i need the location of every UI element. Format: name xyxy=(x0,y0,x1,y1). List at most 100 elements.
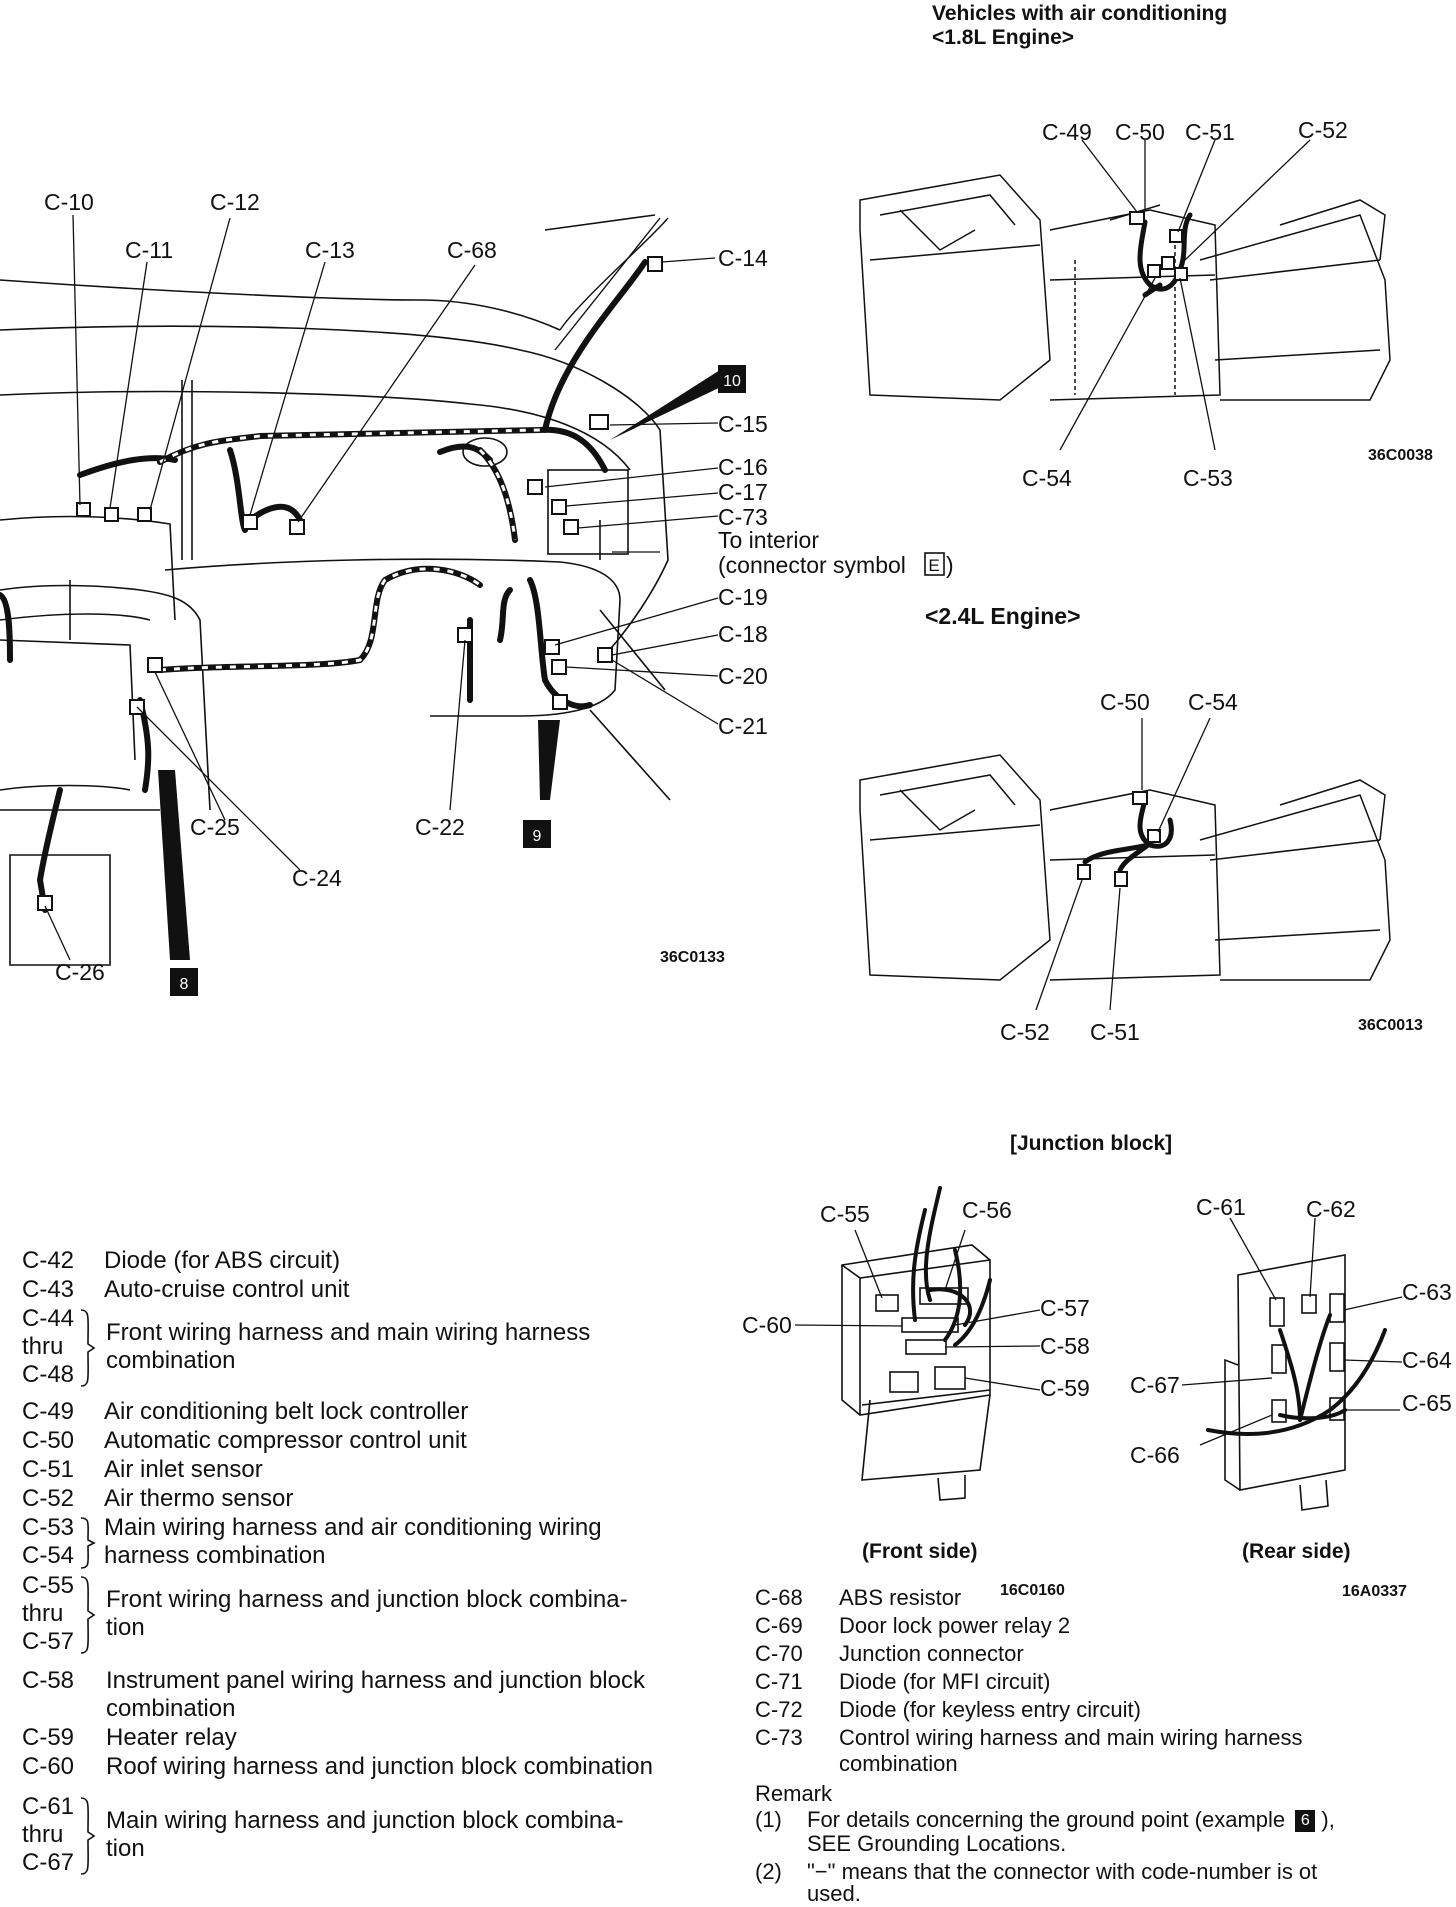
list-code: C-43 xyxy=(22,1276,75,1303)
ac18-leaders xyxy=(1059,139,1311,451)
group-from: C-53 xyxy=(22,1514,75,1541)
junction-front-labels: [Junction block] C-55 C-56 C-57 C-60 C-5… xyxy=(742,1132,1172,1599)
label-c24: C-24 xyxy=(292,865,342,891)
front-figure-code: 16C0160 xyxy=(1000,1582,1065,1599)
label-c14: C-14 xyxy=(718,245,768,271)
junction-front-leaders xyxy=(794,1229,1041,1391)
right-connector-list: C-68 ABS resistor C-69 Door lock power r… xyxy=(755,1584,1445,1906)
ac-unit-24 xyxy=(859,754,1391,981)
ground-mark-example: 6 xyxy=(1295,1810,1316,1833)
label-c13: C-13 xyxy=(305,237,355,263)
junction-rear xyxy=(1224,1254,1346,1511)
list-code: C-52 xyxy=(22,1485,75,1512)
label-jb-c60: C-60 xyxy=(742,1312,792,1338)
label-jb-c66: C-66 xyxy=(1130,1442,1180,1468)
label-c22: C-22 xyxy=(415,814,465,840)
ac18-connectors xyxy=(1129,211,1188,281)
group-desc-1: Front wiring harness and junction block … xyxy=(106,1586,628,1613)
label-c73: C-73 xyxy=(718,504,768,530)
list-code: C-51 xyxy=(22,1456,75,1483)
ground-marks xyxy=(158,365,746,996)
ac24-figure-code: 36C0013 xyxy=(1358,1017,1423,1034)
group-to: C-54 xyxy=(22,1542,75,1569)
label-ac18-c51: C-51 xyxy=(1185,119,1235,145)
remark-text-a: For details concerning the ground point … xyxy=(807,1807,1286,1832)
ac24-harness xyxy=(1082,797,1174,873)
dash-connectors xyxy=(37,256,663,911)
list-desc: Air thermo sensor xyxy=(104,1485,294,1512)
ground-mark-10: 10 xyxy=(723,373,741,390)
list-code: C-50 xyxy=(22,1427,75,1454)
junction-front xyxy=(841,1244,991,1501)
list-desc: Diode (for MFI circuit) xyxy=(839,1669,1051,1694)
list-code: C-59 xyxy=(22,1724,75,1751)
label-c12: C-12 xyxy=(210,189,260,215)
label-ac24-c50: C-50 xyxy=(1100,689,1150,715)
list-code: C-60 xyxy=(22,1753,75,1780)
label-jb-c67: C-67 xyxy=(1130,1372,1180,1398)
ac-unit-18 xyxy=(859,174,1391,401)
dash-diagram xyxy=(0,214,671,966)
connector-symbol-e: E xyxy=(928,556,939,575)
list-code: C-49 xyxy=(22,1398,75,1425)
group-to: C-67 xyxy=(22,1849,75,1876)
group-thru: thru xyxy=(22,1600,64,1627)
group-desc-2: combination xyxy=(106,1347,236,1374)
group-desc-2: tion xyxy=(106,1614,145,1641)
label-c25: C-25 xyxy=(190,814,240,840)
list-code: C-70 xyxy=(755,1641,803,1666)
junction-rear-wires xyxy=(1206,1313,1387,1436)
ac18-figure-code: 36C0038 xyxy=(1368,447,1433,464)
label-jb-c55: C-55 xyxy=(820,1201,870,1227)
group-from: C-61 xyxy=(22,1793,75,1820)
remark-title: Remark xyxy=(755,1780,832,1807)
list-desc: combination xyxy=(106,1695,236,1722)
list-code: C-42 xyxy=(22,1247,75,1274)
list-desc: Junction connector xyxy=(839,1641,1024,1666)
label-c68: C-68 xyxy=(447,237,497,263)
list-desc: Roof wiring harness and junction block c… xyxy=(106,1753,653,1780)
label-ac24-c52: C-52 xyxy=(1000,1019,1050,1045)
label-jb-c63: C-63 xyxy=(1402,1279,1452,1305)
label-ac18-c50: C-50 xyxy=(1115,119,1165,145)
engine-18-title: <1.8L Engine> xyxy=(932,26,1074,49)
label-ac24-c54: C-54 xyxy=(1188,689,1238,715)
group-to: C-57 xyxy=(22,1628,75,1655)
remark-text: used. xyxy=(807,1881,861,1906)
group-from: C-55 xyxy=(22,1572,75,1599)
dash-leaders xyxy=(44,214,719,961)
rear-side-caption: (Rear side) xyxy=(1242,1540,1351,1563)
ground-mark-8: 8 xyxy=(180,976,189,993)
interior-label-close: ) xyxy=(946,552,954,578)
ac18-labels: Vehicles with air conditioning <1.8L Eng… xyxy=(932,2,1433,491)
list-desc: Control wiring harness and main wiring h… xyxy=(839,1725,1303,1750)
label-c20: C-20 xyxy=(718,663,768,689)
label-ac24-c51: C-51 xyxy=(1090,1019,1140,1045)
list-desc: Door lock power relay 2 xyxy=(839,1613,1071,1638)
list-code: C-68 xyxy=(755,1585,803,1610)
list-desc: Diode (for keyless entry circuit) xyxy=(839,1697,1141,1722)
ac24-connectors xyxy=(1077,791,1161,887)
remark-text: For details concerning the ground point … xyxy=(807,1806,1335,1833)
list-desc: Air conditioning belt lock controller xyxy=(104,1398,469,1425)
group-thru: thru xyxy=(22,1821,64,1848)
label-jb-c64: C-64 xyxy=(1402,1347,1452,1373)
group-desc-1: Front wiring harness and main wiring har… xyxy=(106,1319,591,1346)
ground-mark-9: 9 xyxy=(533,828,542,845)
label-c18: C-18 xyxy=(718,621,768,647)
list-desc: Diode (for ABS circuit) xyxy=(104,1247,341,1274)
label-ac18-c54: C-54 xyxy=(1022,465,1072,491)
brace-icon xyxy=(80,1517,96,1569)
group-desc-2: harness combination xyxy=(104,1542,326,1569)
list-desc: Heater relay xyxy=(106,1724,237,1751)
label-ac18-c52: C-52 xyxy=(1298,117,1348,143)
list-code: C-69 xyxy=(755,1613,803,1638)
label-c19: C-19 xyxy=(718,584,768,610)
label-jb-c61: C-61 xyxy=(1196,1194,1246,1220)
ac24-labels: <2.4L Engine> C-50 C-54 C-52 C-51 36C001… xyxy=(925,603,1423,1045)
remark-text-c: SEE Grounding Locations. xyxy=(807,1831,1067,1856)
remark-text: "−" means that the connector with code-n… xyxy=(807,1859,1318,1884)
ac24-leaders xyxy=(1035,717,1211,1011)
label-jb-c59: C-59 xyxy=(1040,1375,1090,1401)
list-desc: Auto-cruise control unit xyxy=(104,1276,350,1303)
